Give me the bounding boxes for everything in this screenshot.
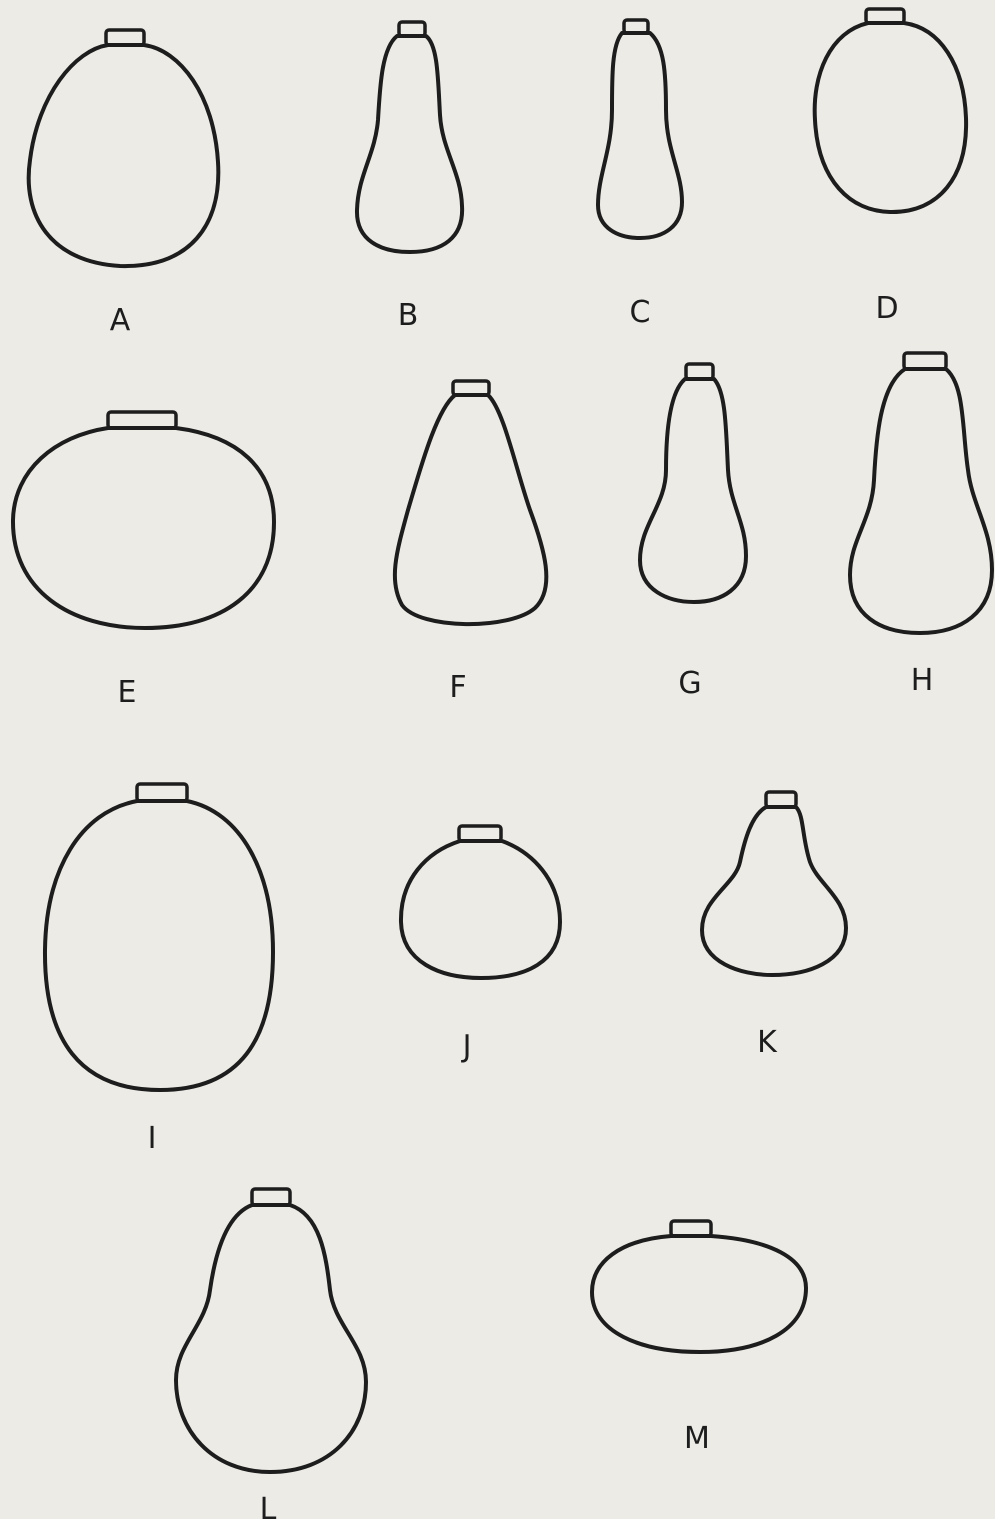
shape-j: J <box>401 826 560 1064</box>
shape-b: B <box>357 22 462 333</box>
shape-h-stem <box>904 353 946 369</box>
shape-m-stem <box>671 1221 711 1236</box>
shape-k: K <box>702 792 846 1060</box>
shape-e-outline <box>13 428 274 628</box>
shape-i-label: I <box>148 1121 157 1156</box>
shape-e: E <box>13 412 274 710</box>
shape-e-label: E <box>118 675 137 710</box>
shape-f-stem <box>453 381 489 395</box>
shape-d: D <box>815 9 966 326</box>
shape-g: G <box>640 364 746 701</box>
shape-a-stem <box>106 30 144 45</box>
shape-a-label: A <box>110 303 131 338</box>
shape-l-outline <box>176 1205 366 1472</box>
shape-k-label: K <box>757 1025 778 1060</box>
shape-e-stem <box>108 412 176 428</box>
shape-g-outline <box>640 379 746 602</box>
shape-l: L <box>176 1189 366 1519</box>
shape-f-label: F <box>449 670 466 705</box>
shape-j-stem <box>459 826 501 841</box>
shape-g-label: G <box>678 666 701 701</box>
shape-f: F <box>395 381 547 705</box>
shape-k-stem <box>766 792 796 807</box>
shape-i-stem <box>137 784 187 801</box>
shape-i: I <box>45 784 273 1156</box>
shape-b-label: B <box>398 298 419 333</box>
shape-j-outline <box>401 841 560 978</box>
shape-l-stem <box>252 1189 290 1205</box>
shape-d-outline <box>815 23 966 212</box>
shape-m: M <box>592 1221 806 1456</box>
shape-j-label: J <box>461 1029 472 1064</box>
shape-c-outline <box>598 33 682 238</box>
shape-h-outline <box>850 369 992 633</box>
shape-c: C <box>598 20 682 330</box>
shape-k-outline <box>702 807 846 975</box>
shape-b-outline <box>357 36 462 252</box>
shape-h: H <box>850 353 992 698</box>
shape-i-outline <box>45 801 273 1090</box>
shape-a: A <box>29 30 219 338</box>
shape-m-outline <box>592 1236 806 1352</box>
shape-d-label: D <box>875 291 898 326</box>
shape-f-outline <box>395 395 547 624</box>
shape-g-stem <box>686 364 713 379</box>
shape-b-stem <box>399 22 425 36</box>
shape-c-label: C <box>630 295 651 330</box>
shape-a-outline <box>29 45 219 266</box>
shape-m-label: M <box>684 1421 710 1456</box>
shape-l-label: L <box>260 1492 277 1519</box>
shape-h-label: H <box>911 663 934 698</box>
shape-d-stem <box>866 9 904 23</box>
